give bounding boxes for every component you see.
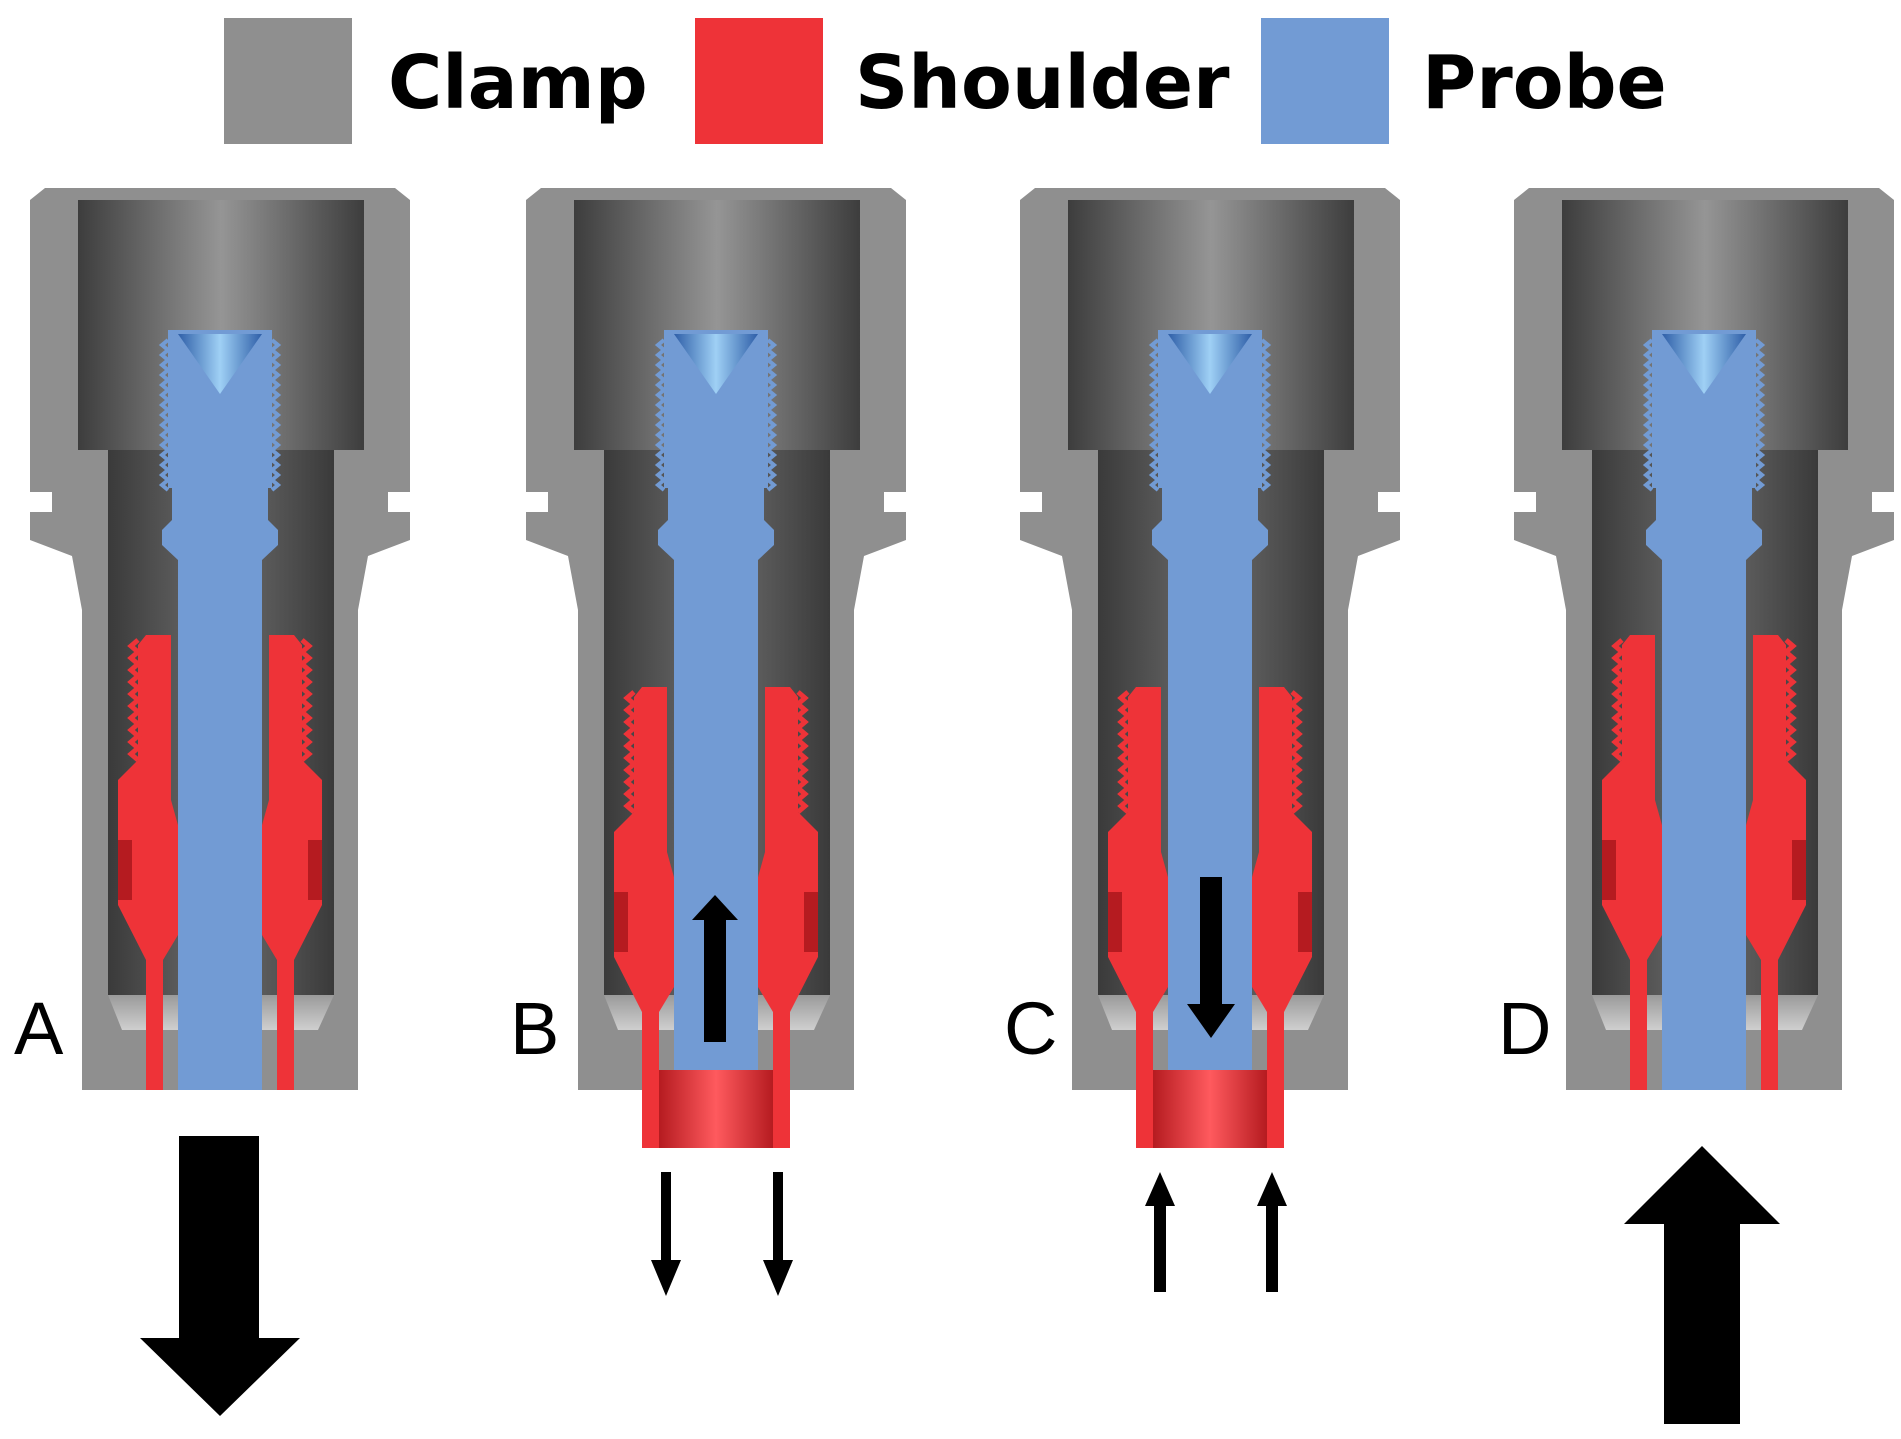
shoulder-left-shade (614, 892, 628, 952)
tool-down-arrow (140, 1136, 300, 1416)
panel-label-b: B (510, 987, 559, 1070)
probe-body (658, 330, 774, 1070)
shoulder-left-thread (127, 638, 142, 762)
panel-label-c: C (1004, 987, 1057, 1070)
shoulder (1108, 687, 1312, 1148)
shoulder-left-thread (1611, 638, 1626, 762)
probe-thread-right (1752, 338, 1766, 492)
shoulder-up-arrow-1 (1145, 1172, 1175, 1292)
shoulder-right-wall (1743, 635, 1806, 1090)
probe-cone-tip (178, 334, 262, 394)
panel-a: A (14, 188, 410, 1416)
probe (1642, 330, 1766, 1090)
legend-label-clamp: Clamp (388, 40, 648, 126)
legend-item-probe: Probe (1261, 18, 1667, 144)
shoulder-right-shade (1792, 840, 1806, 900)
shoulder-right-thread (298, 638, 313, 762)
panel-d: D (1498, 188, 1894, 1424)
shoulder-left-wall (614, 687, 677, 1148)
shoulder-right-wall (755, 687, 818, 1148)
probe (158, 330, 282, 1090)
shoulder-left-wall (118, 635, 181, 1090)
shoulder (614, 687, 818, 1148)
probe-thread-right (268, 338, 282, 492)
legend-swatch-probe (1261, 18, 1389, 144)
probe-thread-right (1258, 338, 1272, 492)
legend-item-clamp: Clamp (224, 18, 648, 144)
shoulder-right-shade (804, 892, 818, 952)
motion-arrows (1145, 877, 1287, 1292)
shoulder-left-shade (1108, 892, 1122, 952)
probe-down-arrow (1187, 877, 1235, 1038)
shoulder-left-shade (118, 840, 132, 900)
panels: A B C D (14, 188, 1894, 1424)
shoulder (1602, 635, 1806, 1090)
shoulder-left-shade (1602, 840, 1616, 900)
shoulder-right-thread (1782, 638, 1797, 762)
shoulder-right-thread (1288, 690, 1303, 814)
probe-cone-tip (1168, 334, 1252, 394)
probe-body (1152, 330, 1268, 1070)
shoulder-right-wall (259, 635, 322, 1090)
probe-thread-left (1148, 338, 1162, 492)
probe (1148, 330, 1272, 1070)
legend-item-shoulder: Shoulder (695, 18, 1230, 144)
motion-arrows (1624, 1146, 1780, 1424)
shoulder (118, 635, 322, 1090)
tool-up-arrow (1624, 1146, 1780, 1424)
shoulder-end-face (1153, 1070, 1267, 1148)
panel-c: C (1004, 188, 1400, 1292)
probe-up-arrow (692, 895, 738, 1042)
shoulder-left-wall (1108, 687, 1171, 1148)
legend-swatch-shoulder (695, 18, 823, 144)
legend-label-probe: Probe (1422, 40, 1667, 126)
shoulder-right-shade (308, 840, 322, 900)
panel-b: B (510, 188, 906, 1296)
shoulder-right-shade (1298, 892, 1312, 952)
probe (654, 330, 778, 1070)
panel-label-d: D (1498, 987, 1551, 1070)
shoulder-left-thread (1117, 690, 1132, 814)
shoulder-down-arrow-2 (763, 1172, 793, 1296)
legend-label-shoulder: Shoulder (855, 40, 1230, 126)
shoulder-right-wall (1249, 687, 1312, 1148)
probe-thread-left (158, 338, 172, 492)
shoulder-down-arrow-1 (651, 1172, 681, 1296)
probe-thread-left (1642, 338, 1656, 492)
legend-swatch-clamp (224, 18, 352, 144)
shoulder-up-arrow-2 (1257, 1172, 1287, 1292)
probe-body (162, 330, 278, 1090)
legend: Clamp Shoulder Probe (224, 18, 1667, 144)
motion-arrows (140, 1136, 300, 1416)
shoulder-end-face (659, 1070, 773, 1148)
probe-cone-tip (1662, 334, 1746, 394)
probe-thread-left (654, 338, 668, 492)
probe-thread-right (764, 338, 778, 492)
motion-arrows (651, 895, 793, 1296)
shoulder-right-thread (794, 690, 809, 814)
panel-label-a: A (14, 987, 64, 1070)
shoulder-left-thread (623, 690, 638, 814)
probe-cone-tip (674, 334, 758, 394)
shoulder-left-wall (1602, 635, 1665, 1090)
probe-body (1646, 330, 1762, 1090)
